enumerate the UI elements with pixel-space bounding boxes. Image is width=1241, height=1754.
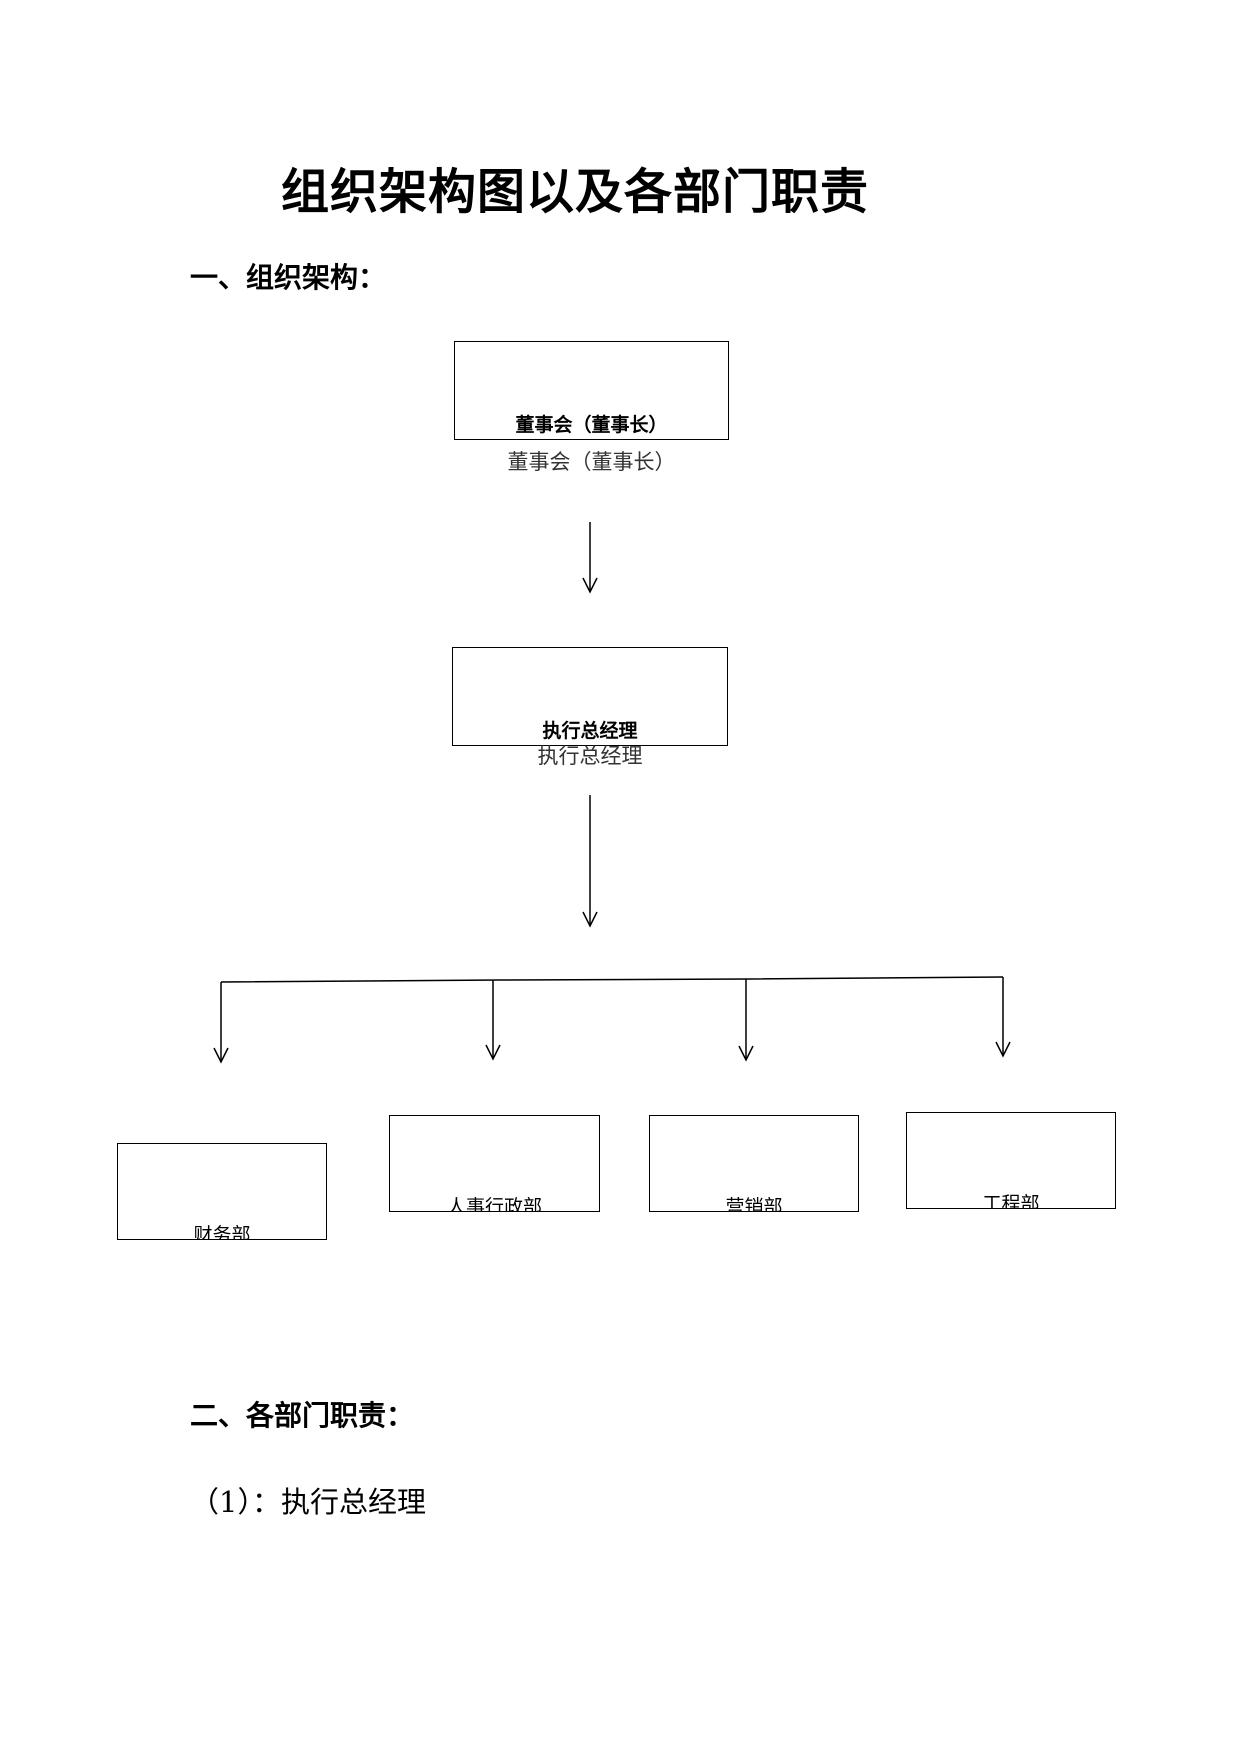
board-box-label: 董事会（董事长） — [515, 414, 668, 436]
arrowhead-hr — [485, 1044, 501, 1061]
board-caption: 董事会（董事长） — [507, 450, 676, 474]
arrowhead-engineering — [995, 1041, 1011, 1058]
arrowhead-marketing — [738, 1045, 754, 1062]
section-heading-structure: 一、组织架构： — [190, 261, 387, 294]
arrowhead-finance — [213, 1047, 229, 1064]
connector-bus — [220, 976, 1004, 983]
department-box-marketing: 营销部 — [649, 1115, 859, 1212]
subsection-heading-executive: （1）：执行总经理 — [190, 1485, 426, 1519]
department-box-finance: 财务部 — [117, 1143, 327, 1240]
department-box-engineering: 工程部 — [906, 1112, 1116, 1209]
department-label-finance: 财务部 — [193, 1224, 251, 1240]
executive-caption: 执行总经理 — [537, 744, 643, 768]
arrowhead-board-exec — [582, 577, 598, 594]
board-box: 董事会（董事长） — [454, 341, 729, 440]
executive-box-label: 执行总经理 — [542, 720, 638, 742]
executive-box: 执行总经理 — [452, 647, 728, 746]
arrowhead-exec-bus — [582, 911, 598, 928]
department-label-hr: 人事行政部 — [446, 1196, 542, 1212]
department-label-engineering: 工程部 — [982, 1193, 1040, 1209]
department-label-marketing: 营销部 — [725, 1196, 783, 1212]
page-title: 组织架构图以及各部门职责 — [281, 164, 870, 220]
department-box-hr: 人事行政部 — [389, 1115, 600, 1212]
section-heading-responsibilities: 二、各部门职责： — [190, 1399, 415, 1432]
